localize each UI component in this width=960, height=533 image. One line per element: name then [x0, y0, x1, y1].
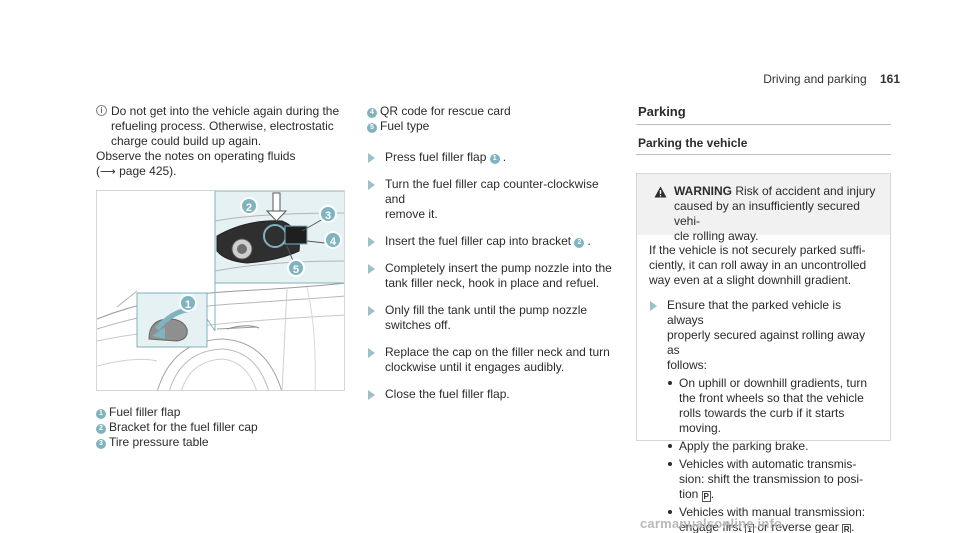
note-line: refueling process. Otherwise, electrosta…: [111, 119, 334, 133]
page-number: 161: [879, 72, 900, 86]
step-item: Replace the cap on the filler neck and t…: [367, 345, 617, 375]
parking-section: Parking Parking the vehicle: [636, 104, 891, 155]
warning-box: WARNING Risk of accident and injury caus…: [636, 173, 891, 533]
step-item: Completely insert the pump nozzle into t…: [367, 261, 617, 291]
gear-key-r: R: [842, 524, 852, 533]
step-item: Close the fuel filler flap.: [367, 387, 617, 402]
bullet-item: On uphill or downhill gradients, turn th…: [667, 376, 878, 436]
section-divider: [636, 124, 891, 125]
callout-3: 3: [319, 205, 337, 223]
bullet-item: Vehicles with automatic transmis- sion: …: [667, 457, 878, 502]
step-item: Ensure that the parked vehicle is always…: [649, 298, 878, 533]
warning-body: If the vehicle is not securely parked su…: [637, 235, 890, 533]
note-block: i Do not get into the vehicle again duri…: [96, 104, 346, 179]
car-illustration: [97, 191, 344, 390]
step-item: Turn the fuel filler cap counter-clockwi…: [367, 177, 617, 222]
warning-triangle-icon: [654, 186, 667, 198]
reference-arrow-icon: ⟶: [100, 165, 116, 178]
callout-5: 5: [287, 259, 305, 277]
step-triangle-icon: [368, 237, 375, 247]
step-item: Insert the fuel filler cap into bracket …: [367, 234, 617, 249]
step-triangle-icon: [368, 390, 375, 400]
fuel-filler-figure: 1 2 3 4 5: [96, 190, 345, 391]
step-item: Press fuel filler flap 1.: [367, 150, 617, 165]
bullet-item: Apply the parking brake.: [667, 439, 878, 454]
step-triangle-icon: [368, 180, 375, 190]
info-icon: i: [96, 105, 107, 116]
step-triangle-icon: [368, 153, 375, 163]
step-triangle-icon: [368, 348, 375, 358]
subsection-title: Parking the vehicle: [638, 136, 748, 150]
callout-1: 1: [179, 294, 197, 312]
page-reference[interactable]: (⟶ page 425).: [96, 164, 177, 178]
note-line: Do not get into the vehicle again during…: [111, 104, 340, 118]
info-note: i Do not get into the vehicle again duri…: [96, 104, 346, 149]
section-title: Parking: [638, 104, 686, 119]
gear-key-1: 1: [745, 524, 755, 533]
callout-2: 2: [240, 197, 258, 215]
bullet-item: Vehicles with manual transmission: engag…: [667, 505, 878, 533]
callout-4: 4: [324, 231, 342, 249]
gear-key-p: P: [701, 491, 711, 502]
note-line: charge could build up again.: [111, 134, 262, 148]
watermark: carmanualsonline.info: [640, 516, 783, 531]
note-line: Observe the notes on operating fluids: [96, 149, 296, 163]
step-triangle-icon: [368, 264, 375, 274]
warning-label: WARNING: [674, 184, 732, 198]
warning-header: WARNING Risk of accident and injury caus…: [637, 174, 890, 243]
subsection-divider: [636, 154, 891, 155]
section-name: Driving and parking: [763, 72, 867, 86]
page-header: Driving and parking 161: [763, 72, 900, 87]
step-item: Only fill the tank until the pump nozzle…: [367, 303, 617, 333]
step-triangle-icon: [368, 306, 375, 316]
step-triangle-icon: [650, 301, 657, 311]
